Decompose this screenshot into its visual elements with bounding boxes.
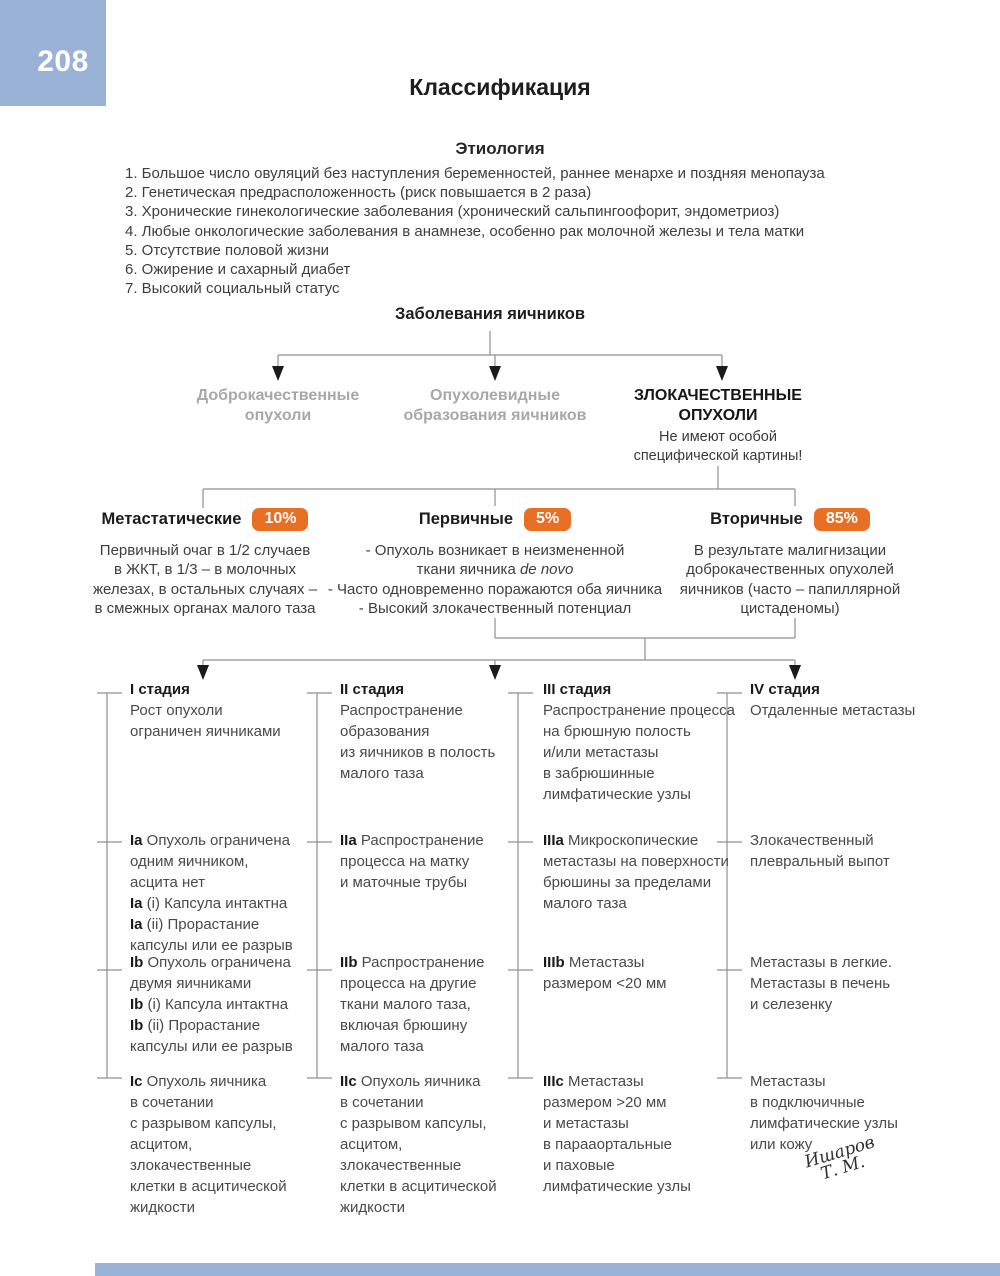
subtype-metastatic-label: Метастатические: [101, 510, 242, 528]
page-title: Классификация: [409, 74, 591, 100]
arrow-down-icon: [489, 665, 501, 680]
stage-3-title: III стадия: [543, 681, 612, 698]
arrow-down-icon: [716, 366, 728, 381]
etiology-list: 1. Большое число овуляций без наступлени…: [125, 164, 825, 298]
etiology-item: 6. Ожирение и сахарный диабет: [125, 261, 351, 279]
subtype-secondary-label: Вторичные: [710, 510, 803, 528]
percentage-badge: 10%: [252, 508, 309, 531]
page-number: 208: [37, 45, 89, 78]
page-number-box: 208: [0, 0, 106, 106]
etiology-item: 7. Высокий социальный статус: [125, 280, 340, 298]
arrow-down-icon: [489, 366, 501, 381]
etiology-item: 1. Большое число овуляций без наступлени…: [125, 165, 825, 182]
footer-bar: [95, 1263, 1000, 1276]
tree-root-label: Заболевания яичников: [395, 305, 585, 323]
percentage-badge: 85%: [813, 508, 870, 531]
arrow-down-icon: [197, 665, 209, 680]
stage-4-summary: Отдаленные метастазы: [750, 702, 916, 719]
arrow-down-icon: [272, 366, 284, 381]
etiology-item: 2. Генетическая предрасположенность (рис…: [125, 184, 592, 202]
subtype-primary-title: Первичные 5%: [330, 508, 660, 531]
stage-1-title: I стадия: [130, 681, 190, 698]
subtype-primary-label: Первичные: [418, 510, 514, 528]
subtype-secondary-title: Вторичные 85%: [655, 508, 925, 531]
etiology-heading: Этиология: [455, 139, 545, 158]
etiology-item: 5. Отсутствие половой жизни: [125, 241, 330, 259]
percentage-badge: 5%: [524, 508, 572, 531]
etiology-item: 3. Хронические гинекологические заболева…: [125, 203, 780, 221]
etiology-item: 4. Любые онкологические заболевания в ан…: [125, 222, 805, 240]
stage-2-title: II стадия: [340, 681, 405, 698]
subtype-metastatic-title: Метастатические 10%: [60, 508, 350, 531]
stage-4-title: IV стадия: [750, 681, 820, 698]
arrow-down-icon: [789, 665, 801, 680]
